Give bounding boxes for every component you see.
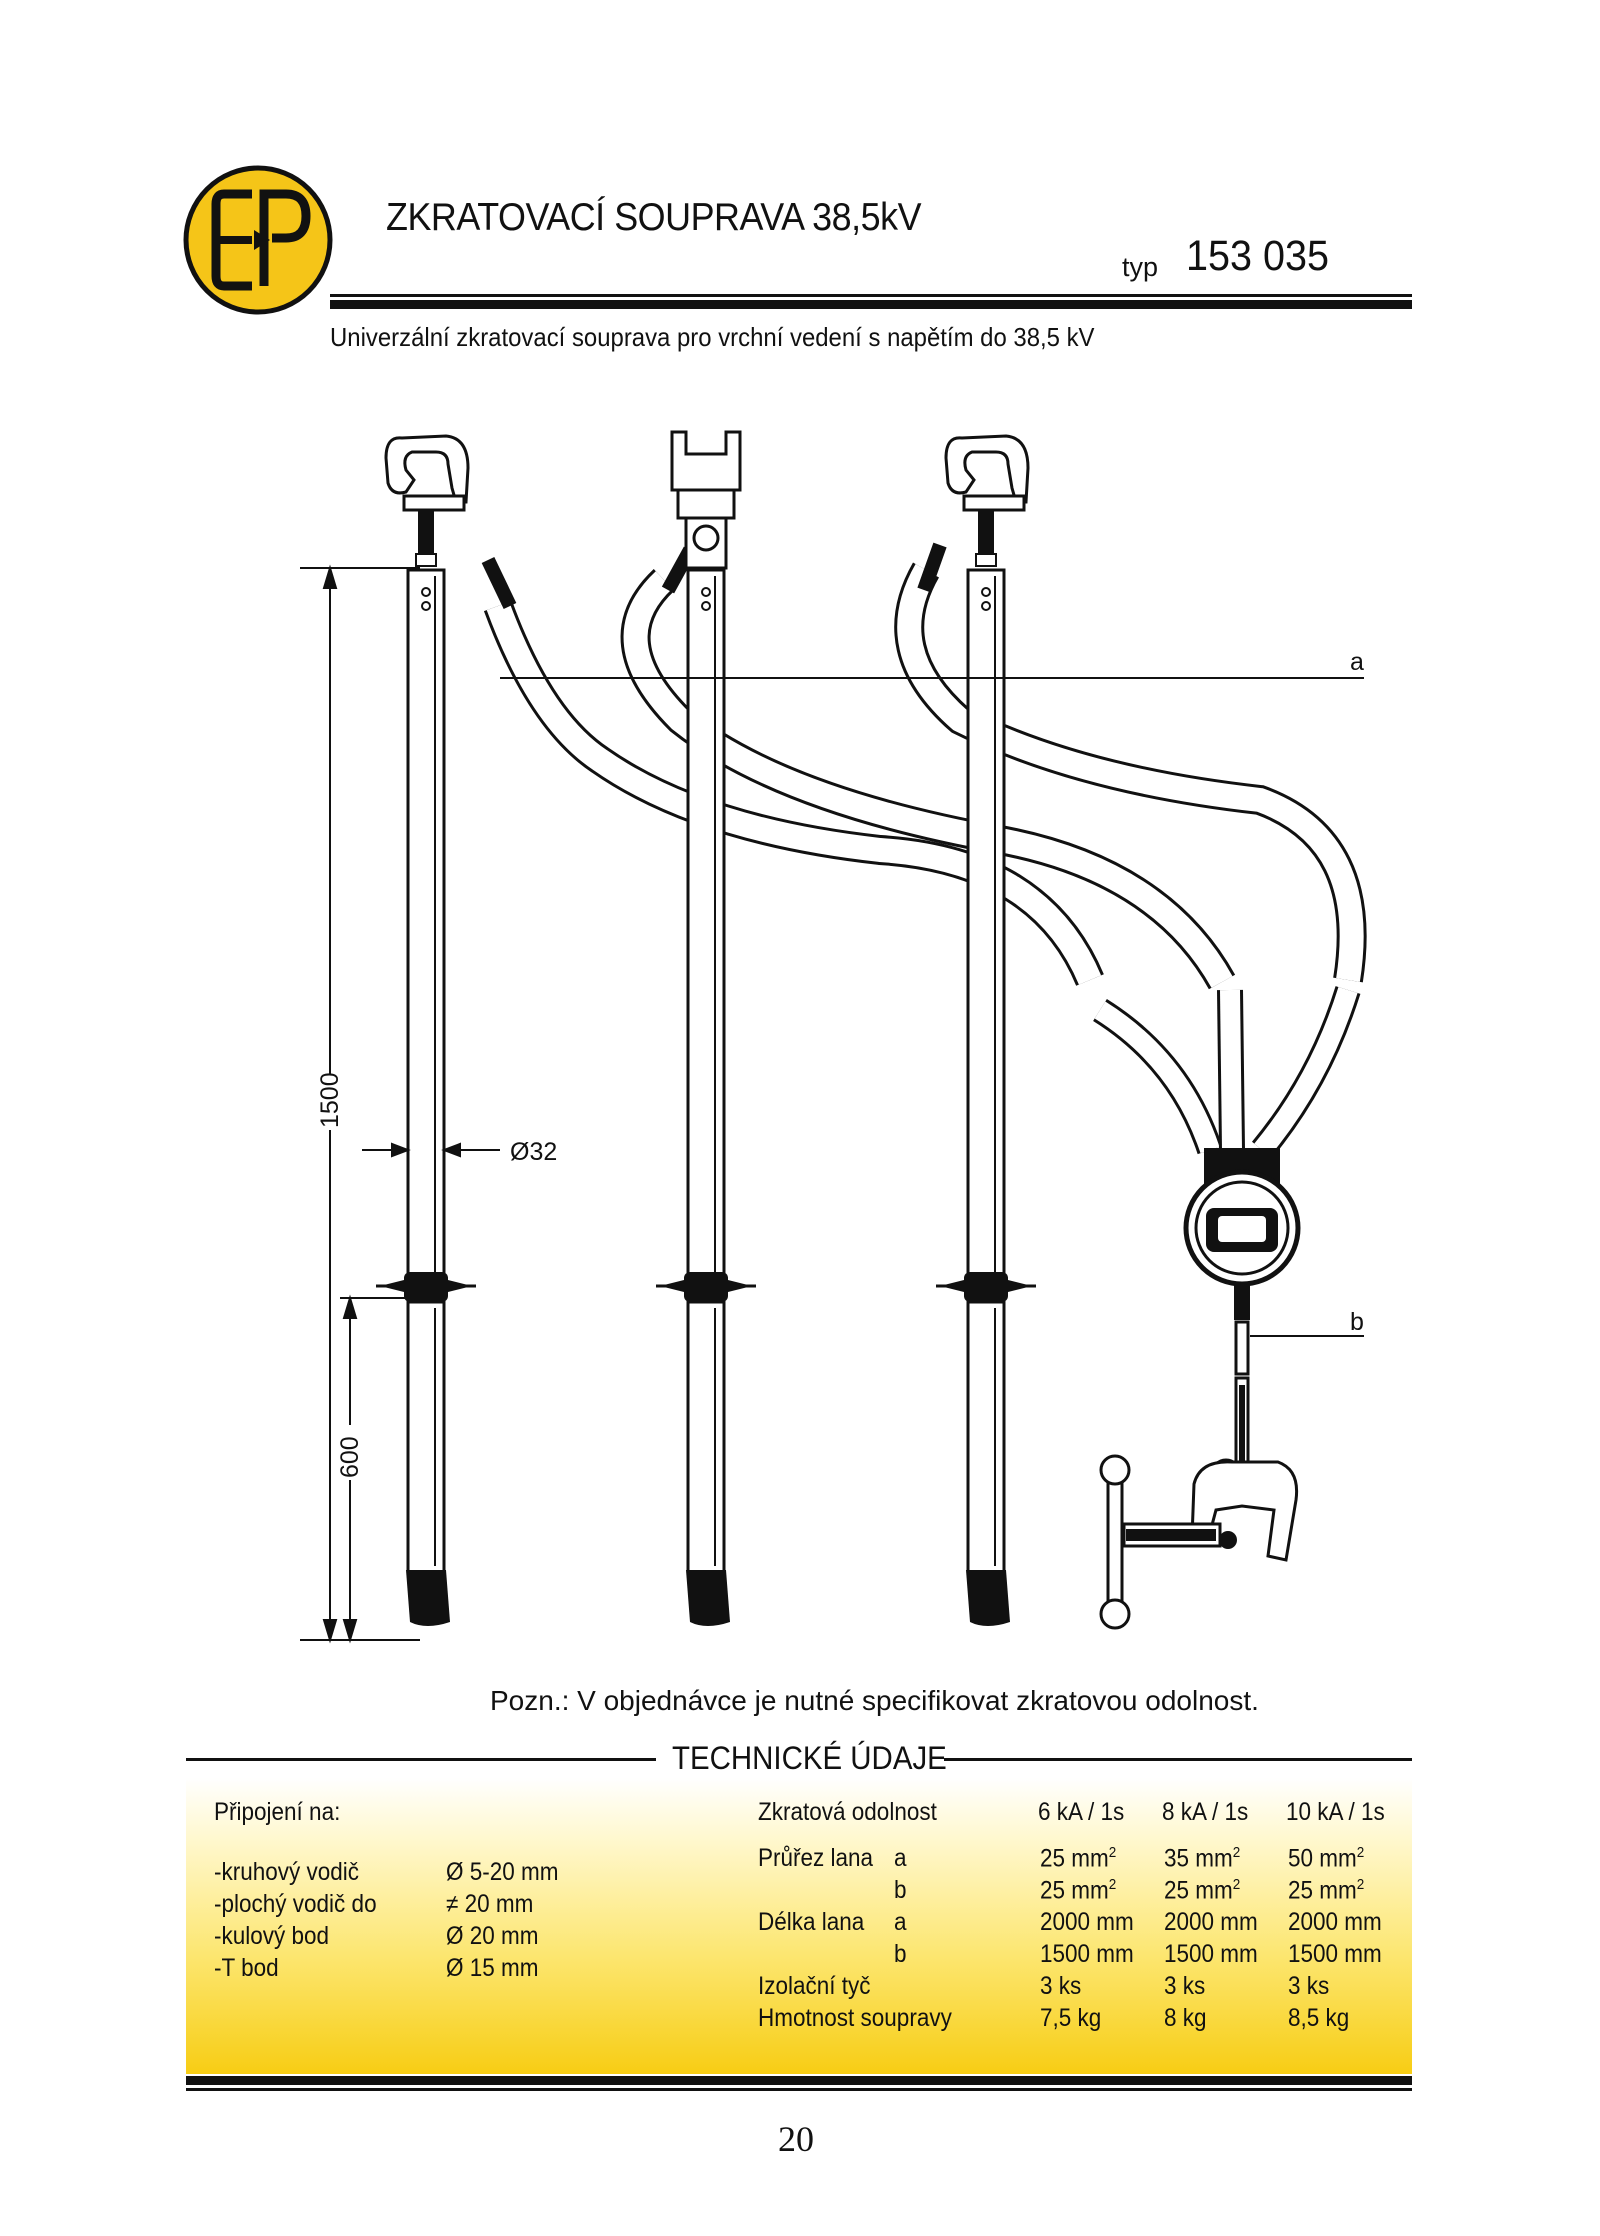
- spec-value: 25 mm2: [1164, 1876, 1241, 1905]
- label-a: a: [1350, 648, 1364, 676]
- spec-sub: b: [894, 1876, 907, 1904]
- connection-value: Ø 5-20 mm: [446, 1858, 559, 1886]
- tech-title: TECHNICKÉ ÚDAJE: [672, 1740, 947, 1776]
- spec-label: Izolační tyč: [758, 1972, 871, 2000]
- spec-value: 2000 mm: [1164, 1908, 1258, 1936]
- spec-sub: a: [894, 1908, 907, 1936]
- connection-heading: Připojení na:: [214, 1798, 341, 1826]
- spec-value: 1500 mm: [1288, 1940, 1382, 1968]
- spec-value: 25 mm2: [1288, 1876, 1365, 1905]
- spec-sub: b: [894, 1940, 907, 1968]
- dimension-1500: 1500: [316, 1072, 344, 1128]
- spec-value: 2000 mm: [1040, 1908, 1134, 1936]
- connection-value: Ø 20 mm: [446, 1922, 539, 1950]
- spec-label: Průřez lana: [758, 1844, 874, 1872]
- tech-rule-left: [186, 1758, 656, 1761]
- connection-value: Ø 15 mm: [446, 1954, 539, 1982]
- specs-column-header: 8 kA / 1s: [1162, 1798, 1249, 1826]
- specs-header-label: Zkratová odolnost: [758, 1798, 937, 1826]
- connection-value: ≠ 20 mm: [446, 1890, 534, 1918]
- type-label: typ: [1122, 252, 1159, 282]
- spec-value: 35 mm2: [1164, 1844, 1241, 1873]
- connection-label: -T bod: [214, 1954, 279, 1982]
- technical-drawing: 1500 600 Ø32 a b: [300, 430, 1367, 1644]
- spec-value: 1500 mm: [1164, 1940, 1258, 1968]
- subtitle: Univerzální zkratovací souprava pro vrch…: [330, 322, 1095, 352]
- specs-column-header: 10 kA / 1s: [1286, 1798, 1385, 1826]
- spec-value: 1500 mm: [1040, 1940, 1134, 1968]
- spec-value: 25 mm2: [1040, 1876, 1117, 1905]
- label-b: b: [1350, 1308, 1364, 1336]
- page-number: 20: [778, 2119, 814, 2159]
- spec-value: 3 ks: [1040, 1972, 1082, 2000]
- tech-rule-right: [944, 1758, 1412, 1761]
- spec-value: 8 kg: [1164, 2004, 1207, 2032]
- spec-value: 2000 mm: [1288, 1908, 1382, 1936]
- spec-value: 3 ks: [1164, 1972, 1206, 2000]
- specs-column-header: 6 kA / 1s: [1038, 1798, 1125, 1826]
- spec-value: 50 mm2: [1288, 1844, 1365, 1873]
- type-number: 153 035: [1186, 232, 1330, 280]
- spec-value: 7,5 kg: [1040, 2004, 1102, 2032]
- order-note: Pozn.: V objednávce je nutné specifikova…: [490, 1685, 1259, 1716]
- spec-sub: a: [894, 1844, 907, 1872]
- footer-rule-thin: [186, 2088, 1412, 2091]
- header-rule-thick: [330, 300, 1412, 309]
- page-title: ZKRATOVACÍ SOUPRAVA 38,5kV: [386, 196, 922, 239]
- ep-logo: [183, 165, 333, 315]
- spec-value: 25 mm2: [1040, 1844, 1117, 1873]
- tech-panel: [186, 1778, 1412, 2074]
- connection-label: -kruhový vodič: [214, 1858, 360, 1886]
- spec-value: 8,5 kg: [1288, 2004, 1350, 2032]
- connection-label: -kulový bod: [214, 1922, 330, 1950]
- header-rule-thin: [330, 294, 1412, 297]
- spec-label: Délka lana: [758, 1908, 865, 1936]
- connection-label: -plochý vodič do: [214, 1890, 377, 1918]
- spec-label: Hmotnost soupravy: [758, 2004, 952, 2032]
- dimension-600: 600: [336, 1436, 364, 1478]
- footer-rule-thick: [186, 2076, 1412, 2085]
- spec-value: 3 ks: [1288, 1972, 1330, 2000]
- dimension-diameter: Ø32: [510, 1138, 557, 1166]
